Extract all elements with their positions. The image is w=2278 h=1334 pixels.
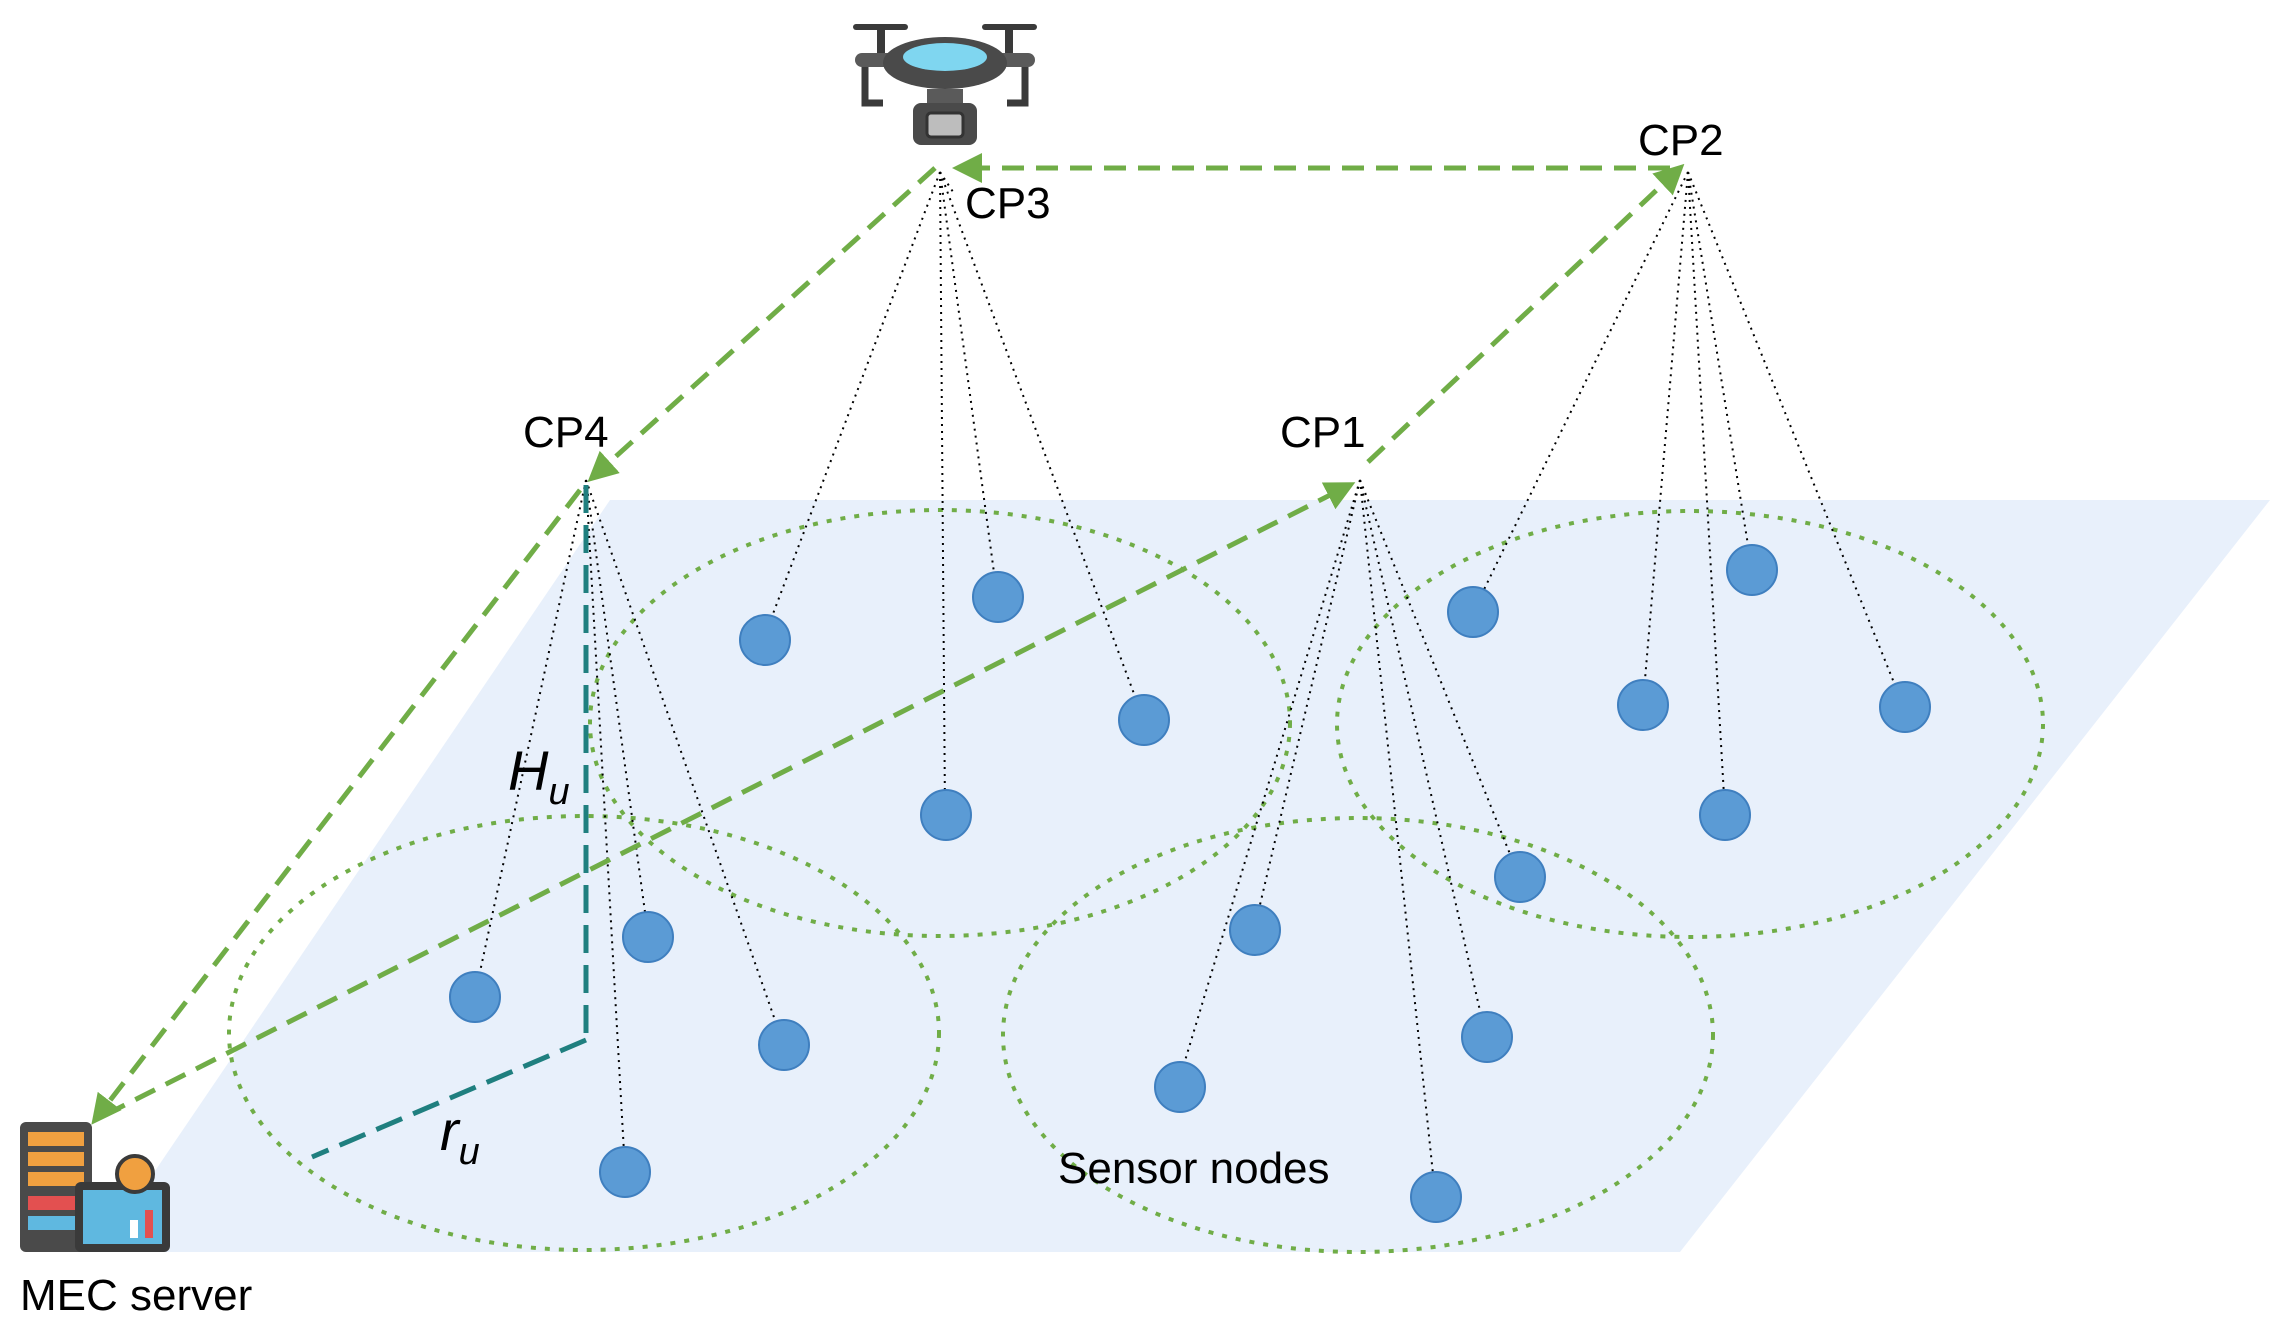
server-chart-bar [145,1210,153,1238]
sensor-node [1410,1171,1462,1223]
sensor-nodes [449,544,1931,1223]
label-cp3: CP3 [965,179,1051,228]
label-radius-sub: u [459,1131,480,1173]
sensor-node [1726,544,1778,596]
sensor-node [622,911,674,963]
coverage-area-cp4 [227,814,941,1252]
cluster-coverage-areas [227,508,2045,1254]
sensor-node [599,1146,651,1198]
sensor-node [1879,681,1931,733]
label-height-main: H [508,739,549,802]
drone-rotor-post [877,27,885,55]
sensor-node [1494,851,1546,903]
ground-plane [100,500,2270,1252]
server-slot [28,1216,84,1230]
drone-leg [861,67,883,107]
label-radius-main: r [440,1099,461,1162]
server-chart-bar [130,1220,138,1238]
sensor-node [1461,1011,1513,1063]
server-icon [20,1122,170,1252]
label-height-sub: u [548,771,569,813]
sensor-node [758,1019,810,1071]
sensor-node [972,571,1024,623]
link-cp1-node [1359,479,1519,875]
drone-icon [853,24,1037,145]
link-cp1-node [1177,479,1361,1085]
label-cp2: CP2 [1638,116,1724,165]
sensor-node [1229,904,1281,956]
coverage-area-cp2 [1335,509,2045,939]
sensor-node [920,789,972,841]
path-cp4-to-mec [91,488,582,1125]
sensor-node [1447,586,1499,638]
sensor-node [449,971,501,1023]
link-cp3-node [939,171,956,196]
uav-sensor-links [474,171,1904,1194]
sensor-node [1118,694,1170,746]
sensor-node [739,614,791,666]
label-sensor-nodes: Sensor nodes [1058,1144,1330,1193]
link-cp3-node [939,171,998,596]
drone-canopy [903,43,987,71]
label-cp1: CP1 [1280,408,1366,457]
label-radius: ru [440,1099,480,1173]
sensor-node [1699,789,1751,841]
server-slot [28,1196,84,1210]
server-slot [28,1132,84,1146]
coverage-area-cp1 [1001,816,1715,1254]
coverage-area-cp3 [588,508,1292,938]
server-gear [115,1154,155,1194]
link-cp1-node [1359,479,1436,1194]
drone-camera-lens [925,111,965,139]
drone-leg [1007,67,1029,107]
sensor-node [1154,1061,1206,1113]
path-cp1-to-cp2 [1366,163,1685,464]
uav-trajectory [91,153,1685,1125]
drone-gimbal [927,89,963,105]
server-slot [28,1152,84,1166]
link-cp2-node [1687,171,1904,706]
link-cp4-node [585,479,626,1171]
diagram-labels: CP3 CP2 CP4 CP1 Sensor nodes MEC server [20,116,1724,1320]
path-cp3-to-cp4 [587,166,937,483]
server-slot [28,1172,84,1186]
label-height: Hu [508,739,570,813]
drone-rotor-post [1005,27,1013,55]
geometry-labels: Hu ru [440,739,570,1173]
radius-line [311,1037,587,1160]
height-radius-geometry [311,485,589,1160]
link-cp3-node [939,171,946,813]
label-cp4: CP4 [523,408,609,457]
sensor-node [1617,679,1669,731]
link-cp2-node [1642,171,1689,704]
link-cp4-node [585,479,784,1044]
path-mec-to-cp1 [103,482,1356,1118]
label-mec-server: MEC server [20,1271,252,1320]
